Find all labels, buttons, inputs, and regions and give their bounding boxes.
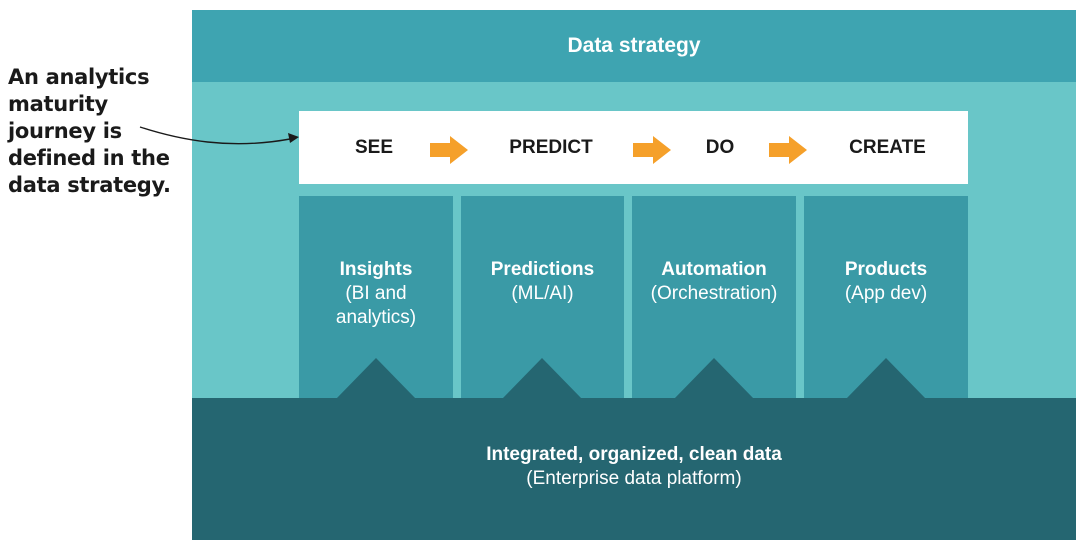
pillar-title: Automation: [661, 259, 767, 280]
step-create: CREATE: [849, 136, 926, 158]
pillar-subtitle: (ML/AI): [511, 283, 574, 304]
data-strategy-header: Data strategy: [192, 10, 1076, 82]
right-arrow-icon: [430, 136, 468, 164]
pillar-subtitle: (Orchestration): [650, 283, 778, 304]
pillar-subtitle: (App dev): [844, 283, 928, 304]
pillar-title: Insights: [339, 259, 413, 280]
annotation-text: An analytics maturity journey is defined…: [8, 65, 171, 197]
pillar-insights: Insights (BI and analytics): [299, 196, 453, 400]
step-see: SEE: [354, 136, 394, 158]
pillar-title: Products: [844, 259, 928, 280]
pillar-subtitle: (BI and analytics): [335, 283, 417, 328]
pillar-title: Predictions: [490, 259, 595, 280]
foundation-peak: [336, 358, 416, 399]
maturity-journey-bar: SEE PREDICT DO CREATE: [299, 111, 968, 184]
foundation-peak: [674, 358, 754, 399]
step-predict: PREDICT: [509, 136, 593, 158]
foundation-peak: [846, 358, 926, 399]
foundation-subtitle: (Enterprise data platform): [526, 468, 742, 489]
header-title: Data strategy: [567, 34, 701, 57]
step-do: DO: [705, 136, 735, 158]
foundation-peak: [502, 358, 582, 399]
foundation-title: Integrated, organized, clean data: [486, 444, 782, 465]
foundation-block: Integrated, organized, clean data (Enter…: [192, 398, 1076, 540]
right-arrow-icon: [633, 136, 671, 164]
pillar-automation: Automation (Orchestration): [632, 196, 796, 400]
right-arrow-icon: [769, 136, 807, 164]
